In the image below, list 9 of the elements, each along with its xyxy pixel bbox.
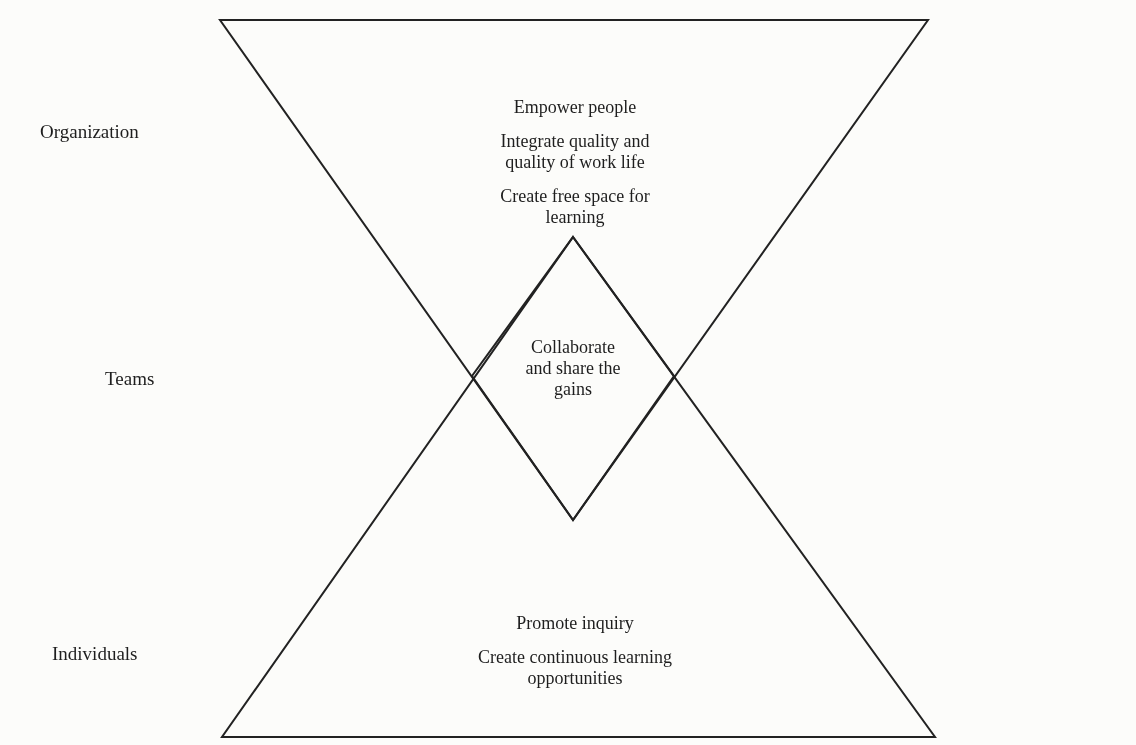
shape-text: Create continuous learning opportunities bbox=[477, 647, 673, 689]
shape-text: Create free space for learning bbox=[499, 186, 651, 228]
shape-text: Promote inquiry bbox=[515, 613, 635, 634]
shape-text: Empower people bbox=[512, 97, 638, 118]
level-label: Organization bbox=[40, 121, 139, 143]
shape-text: Integrate quality and quality of work life bbox=[499, 131, 651, 173]
level-label: Individuals bbox=[52, 643, 138, 665]
level-label: Teams bbox=[105, 368, 155, 390]
shape-text: Collaborate and share the gains bbox=[524, 337, 622, 400]
